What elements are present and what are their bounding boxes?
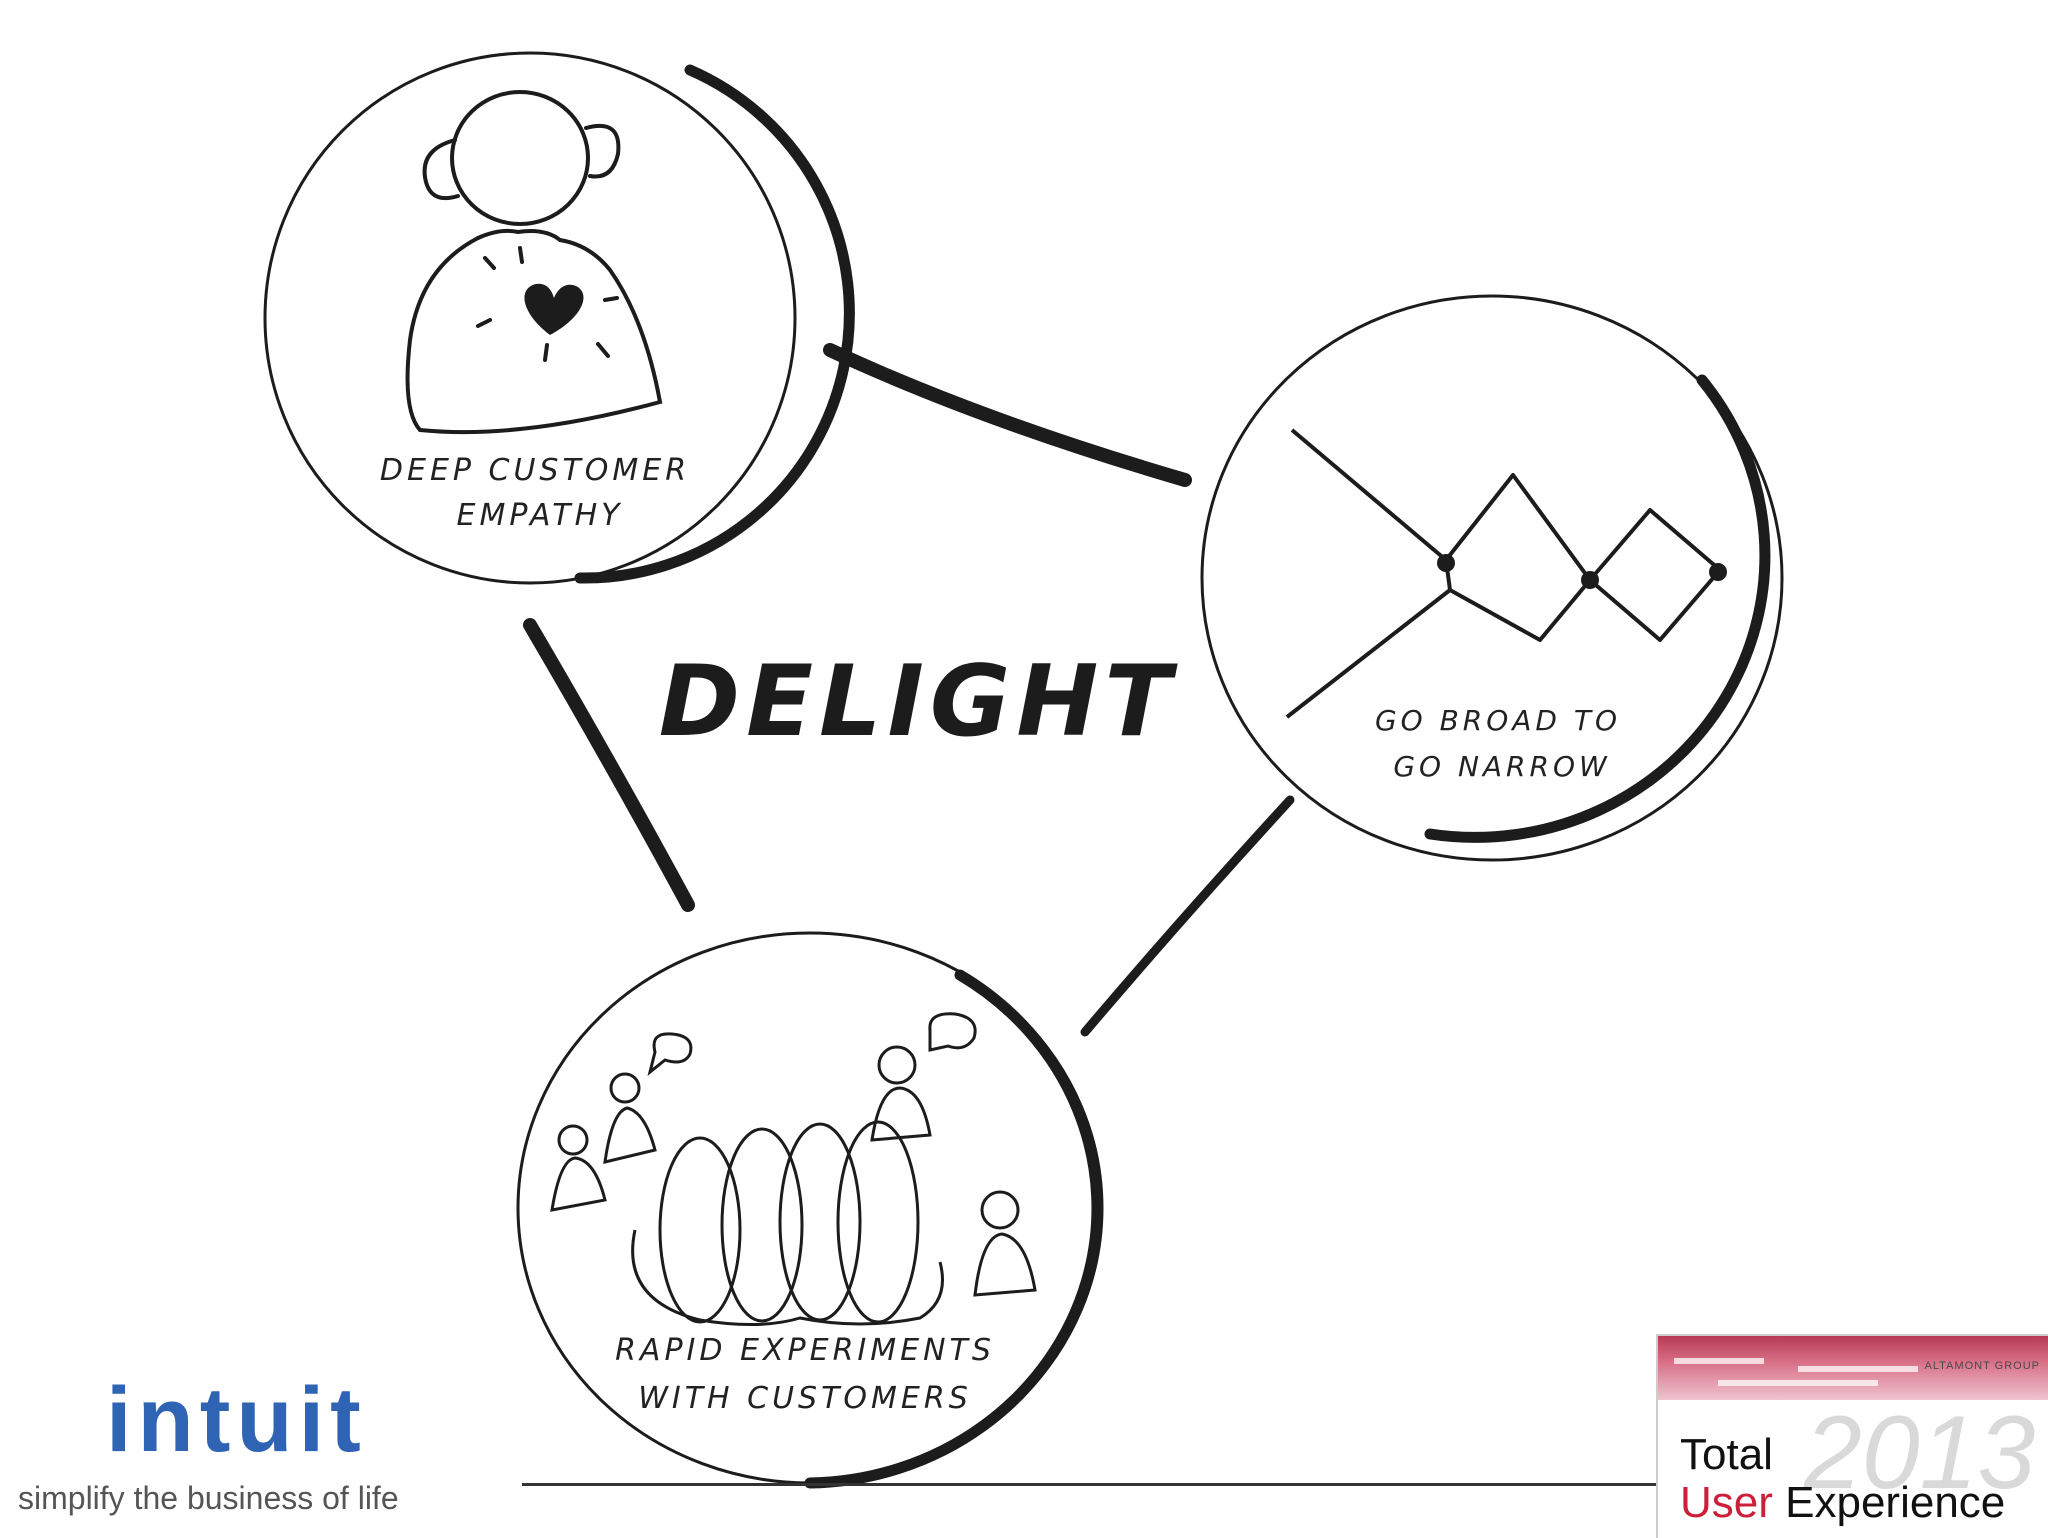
badge-line1: Total [1680, 1430, 1773, 1480]
node-experiments-label-line1: RAPID EXPERIMENTS [615, 1333, 995, 1368]
node-broad-narrow-label-line2: GO NARROW [1393, 750, 1610, 783]
node-broad-narrow: GO BROAD TO GO NARROW [1202, 296, 1782, 860]
intuit-logo: intuit simplify the business of life [18, 1378, 538, 1528]
diverge-converge-icon [1287, 430, 1720, 717]
logo-wordmark: intuit [106, 1368, 367, 1473]
people-icons [552, 1014, 1035, 1295]
badge-line2: User Experience [1680, 1478, 2005, 1528]
badge-stripe [1674, 1358, 1764, 1364]
badge-line2-rest: Experience [1773, 1478, 2005, 1527]
badge-line2-accent: User [1680, 1478, 1773, 1527]
node-empathy: DEEP CUSTOMER EMPATHY [265, 53, 849, 583]
connector-empathy-to-broad [830, 350, 1185, 480]
person-with-heart-icon [408, 92, 660, 432]
speech-bubble-icon [650, 1034, 691, 1072]
footer-divider [522, 1483, 1657, 1486]
center-title: DELIGHT [659, 645, 1179, 759]
node-experiments-label-line2: WITH CUSTOMERS [638, 1381, 972, 1416]
connector-broad-to-experiments [1085, 800, 1290, 1032]
speech-bubble-icon [930, 1014, 975, 1050]
conference-badge: ALTAMONT GROUP 2013 Total User Experienc… [1656, 1334, 2048, 1538]
badge-stripe [1798, 1366, 1918, 1372]
iteration-loops-icon [633, 1122, 943, 1325]
logo-tagline: simplify the business of life [18, 1480, 399, 1517]
node-empathy-label-line1: DEEP CUSTOMER [380, 453, 690, 488]
node-empathy-label-line2: EMPATHY [457, 498, 624, 533]
heart-icon [524, 284, 583, 335]
badge-stripe [1718, 1380, 1878, 1386]
node-experiments: RAPID EXPERIMENTS WITH CUSTOMERS [518, 933, 1102, 1483]
badge-sponsor: ALTAMONT GROUP [1925, 1360, 2040, 1372]
node-broad-narrow-label-line1: GO BROAD TO [1375, 704, 1621, 737]
